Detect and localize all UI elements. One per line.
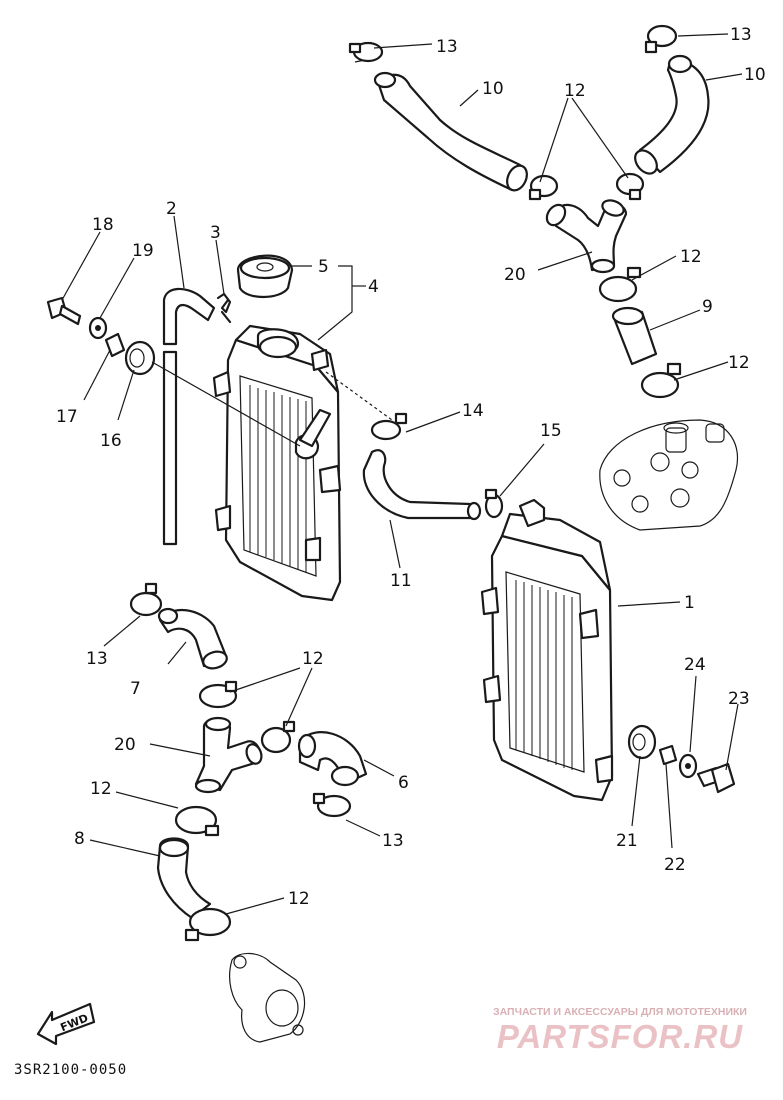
callout-23: 23 — [728, 689, 750, 709]
bolt-18 — [46, 296, 82, 326]
callout-13-top-left: 13 — [436, 37, 458, 57]
washer-24 — [678, 753, 698, 779]
hose-7 — [157, 607, 228, 670]
diagram-code: 3SR2100-0050 — [14, 1062, 128, 1078]
callout-16: 16 — [100, 431, 122, 451]
callout-13-lower-left: 13 — [86, 649, 108, 669]
callout-4: 4 — [368, 277, 379, 297]
callout-13-top-right: 13 — [730, 25, 752, 45]
callout-21: 21 — [616, 831, 638, 851]
callout-numbers: 1 2 3 4 5 6 7 8 9 10 10 11 12 12 12 12 1… — [56, 25, 766, 909]
hose-10-left — [373, 71, 528, 192]
bolt-23 — [696, 762, 736, 794]
fwd-arrow-icon: FWD — [36, 1002, 96, 1046]
callout-17: 17 — [56, 407, 78, 427]
callout-10-right: 10 — [744, 65, 766, 85]
watermark-caption: ЗАПЧАСТИ И АКСЕССУАРЫ ДЛЯ МОТОТЕХНИКИ — [493, 1006, 747, 1018]
collar-22 — [658, 744, 678, 766]
callout-13-lower-right: 13 — [382, 831, 404, 851]
callout-12-center: 12 — [302, 649, 324, 669]
hose-clamp-15 — [484, 488, 504, 519]
callout-1: 1 — [684, 593, 695, 613]
washer-19 — [88, 316, 108, 340]
hose-clamp-13-top-right — [644, 24, 678, 54]
radiator-cap-5 — [236, 254, 294, 299]
clip-3 — [216, 292, 232, 324]
callout-22: 22 — [664, 855, 686, 875]
hose-6 — [297, 731, 368, 787]
hose-clamp-12-bottom — [184, 907, 232, 942]
callout-12-top: 12 — [564, 81, 586, 101]
callout-20-bottom: 20 — [114, 735, 136, 755]
leader-lines — [61, 33, 743, 915]
hose-clamp-14 — [370, 412, 408, 441]
grommet-16 — [124, 340, 156, 376]
cylinder-head-outline — [599, 419, 739, 531]
callout-24: 24 — [684, 655, 706, 675]
hose-clamp-12-top-right — [615, 172, 645, 201]
hose-9 — [611, 306, 658, 366]
hose-8 — [156, 837, 212, 920]
callout-12-left: 12 — [90, 779, 112, 799]
hose-clamp-12-mid — [598, 266, 642, 303]
hose-clamp-13-lower-right — [312, 792, 352, 818]
callout-6: 6 — [398, 773, 409, 793]
callout-2: 2 — [166, 199, 177, 219]
callout-19: 19 — [132, 241, 154, 261]
callout-14: 14 — [462, 401, 484, 421]
overflow-pipe-2 — [162, 287, 216, 546]
radiator-left — [212, 324, 342, 602]
watermark-logo: PARTSFOR.RU — [496, 1018, 744, 1055]
callout-12-bottom: 12 — [288, 889, 310, 909]
callout-9: 9 — [702, 297, 713, 317]
hose-clamp-12-lower-a — [198, 680, 238, 709]
callout-8: 8 — [74, 829, 85, 849]
hose-11 — [362, 449, 482, 521]
y-joint-20-bottom — [194, 716, 263, 794]
y-joint-20-top — [545, 199, 628, 274]
callout-20-top: 20 — [504, 265, 526, 285]
callout-18: 18 — [92, 215, 114, 235]
callout-7: 7 — [130, 679, 141, 699]
hose-clamp-13-lower-left — [129, 582, 163, 617]
grommet-21 — [627, 724, 657, 760]
callout-3: 3 — [210, 223, 221, 243]
hose-clamp-12-lower-b — [260, 720, 296, 754]
hose-clamp-12-top-left — [528, 174, 559, 201]
callout-12-lower: 12 — [728, 353, 750, 373]
water-pump-housing — [229, 952, 306, 1043]
hose-10-right — [634, 54, 710, 175]
callout-11: 11 — [390, 571, 412, 591]
callout-10-left: 10 — [482, 79, 504, 99]
callout-5: 5 — [318, 257, 329, 277]
hose-clamp-13-top-left — [348, 41, 384, 63]
callout-15: 15 — [540, 421, 562, 441]
callout-12-mid: 12 — [680, 247, 702, 267]
hose-clamp-12-lower — [640, 362, 682, 399]
hose-clamp-12-lower-c — [174, 805, 220, 837]
radiator-right — [480, 498, 614, 802]
